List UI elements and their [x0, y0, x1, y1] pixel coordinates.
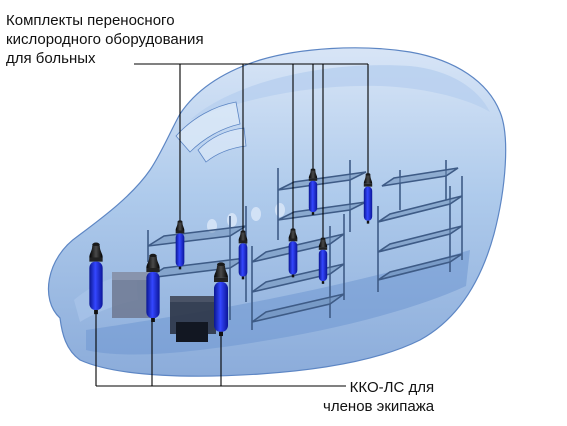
fuselage	[47, 47, 507, 377]
callout-patients-line-2: кислородного оборудования	[6, 31, 204, 48]
callout-patients-line-1: Комплекты переносного	[6, 12, 175, 29]
oxygen-cylinder-icon	[363, 173, 373, 224]
callout-crew-line-1: ККО-ЛС для	[349, 379, 435, 396]
callout-patients-oxygen-equipment: Комплекты переносного кислородного обору…	[6, 11, 204, 68]
oxygen-cylinder-icon	[288, 228, 298, 278]
oxygen-cylinder-icon	[318, 237, 328, 284]
callout-crew-line-2: членов экипажа	[323, 398, 435, 415]
leader-lines	[95, 63, 369, 387]
callout-patients-line-3: для больных	[6, 50, 96, 67]
stretcher-racks	[147, 160, 463, 330]
oxygen-cylinder-icon	[89, 242, 103, 315]
oxygen-cylinder-icon	[175, 220, 185, 270]
callout-crew-kko-ls: ККО-ЛС для членов экипажа	[323, 378, 434, 416]
oxygen-cylinder-icon	[238, 230, 248, 280]
oxygen-cylinder-icon	[308, 168, 318, 215]
oxygen-cylinder-icon	[214, 262, 228, 337]
oxygen-cylinder-icon	[146, 253, 160, 322]
